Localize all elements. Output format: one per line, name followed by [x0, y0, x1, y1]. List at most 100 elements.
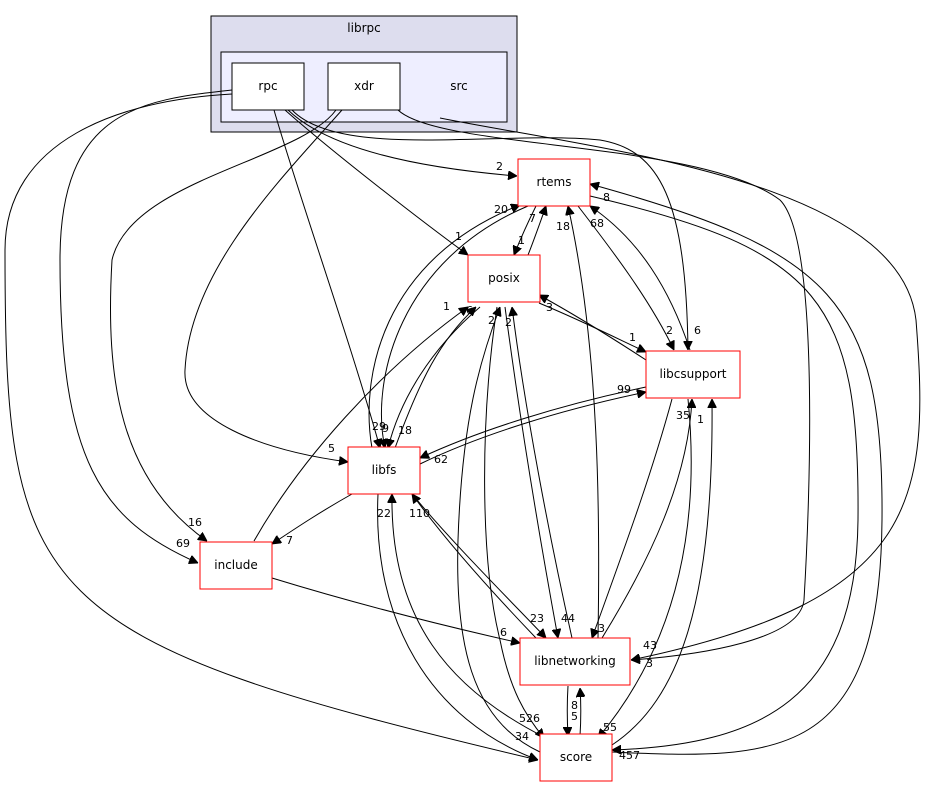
- edge-posix-rtems: [527, 206, 546, 256]
- node-libnetworking-label[interactable]: libnetworking: [534, 654, 616, 668]
- node-libfs[interactable]: libfs: [347, 446, 421, 495]
- edge-label[interactable]: 29: [372, 420, 386, 433]
- node-rtems[interactable]: rtems: [517, 158, 591, 207]
- edge-label[interactable]: 1: [629, 331, 636, 344]
- node-score-box[interactable]: [539, 733, 613, 782]
- edge-label[interactable]: 2: [666, 324, 673, 337]
- edge-rpc-score: [4, 93, 538, 760]
- edge-libfs-rtems: [368, 205, 520, 449]
- node-libcsupport-label[interactable]: libcsupport: [660, 367, 727, 381]
- edge-label[interactable]: 526: [519, 712, 540, 725]
- edge-label[interactable]: 34: [515, 730, 529, 743]
- edge-src-libnetworking: [439, 117, 921, 660]
- node-rpc-label[interactable]: rpc: [258, 79, 277, 93]
- edge-label[interactable]: 8: [603, 191, 610, 204]
- edge-label[interactable]: 5: [328, 442, 335, 455]
- edge-label[interactable]: 23: [530, 612, 544, 625]
- node-libcsupport[interactable]: libcsupport: [645, 350, 741, 399]
- edge-label[interactable]: 457: [619, 749, 640, 762]
- edge-libfs-libcsupport: [419, 392, 646, 465]
- edge-label[interactable]: 3: [598, 622, 605, 635]
- edge-label[interactable]: 62: [434, 453, 448, 466]
- cluster-src-label[interactable]: src: [450, 79, 468, 93]
- edge-libnetworking-libcsupport: [601, 399, 692, 639]
- edge-label[interactable]: 44: [561, 612, 575, 625]
- edge-rtems-libfs: [381, 205, 529, 448]
- edge-libfs-posix: [394, 307, 476, 449]
- edge-label[interactable]: 68: [590, 217, 604, 230]
- node-xdr-label[interactable]: xdr: [354, 79, 374, 93]
- node-rpc[interactable]: rpc: [231, 62, 305, 111]
- edge-label[interactable]: 2: [488, 314, 495, 327]
- node-libnetworking[interactable]: libnetworking: [519, 637, 631, 686]
- node-libnetworking-box[interactable]: [519, 637, 631, 686]
- edge-label[interactable]: 1: [443, 300, 450, 313]
- edge-rtems-libcsupport: [577, 205, 674, 350]
- edge-label[interactable]: 18: [556, 220, 570, 233]
- edge-rpc-libfs: [273, 109, 380, 448]
- edge-label[interactable]: 6: [466, 304, 473, 317]
- edge-rtems-score: [589, 195, 859, 750]
- edge-include-posix: [253, 307, 468, 542]
- node-posix[interactable]: posix: [467, 254, 541, 303]
- edge-label[interactable]: 1: [697, 413, 704, 426]
- node-rtems-box[interactable]: [517, 158, 591, 207]
- edge-posix-score: [484, 306, 544, 738]
- edge-score-libfs: [392, 494, 547, 739]
- edge-label[interactable]: 7: [529, 212, 536, 225]
- node-include-box[interactable]: [199, 541, 273, 590]
- node-posix-box[interactable]: [467, 254, 541, 303]
- edge-label[interactable]: 20: [494, 203, 508, 216]
- edge-label[interactable]: 99: [617, 383, 631, 396]
- edge-label[interactable]: 1: [455, 230, 462, 243]
- edge-score-rtems: [590, 184, 883, 755]
- node-libfs-label[interactable]: libfs: [372, 463, 397, 477]
- edge-label[interactable]: 110: [409, 507, 430, 520]
- edge-rpc-posix: [284, 109, 468, 255]
- edge-xdr-libfs: [184, 109, 348, 462]
- edge-libcsupport-posix: [539, 295, 647, 361]
- node-include[interactable]: include: [199, 541, 273, 590]
- edge-label[interactable]: 6: [500, 626, 507, 639]
- edge-libnetworking-score: [567, 685, 568, 736]
- edge-label[interactable]: 9: [382, 422, 389, 435]
- node-libfs-box[interactable]: [347, 446, 421, 495]
- edge-label[interactable]: 3: [646, 657, 653, 670]
- edge-label[interactable]: 69: [176, 537, 190, 550]
- edge-label[interactable]: 2: [496, 160, 503, 173]
- node-rtems-label[interactable]: rtems: [537, 175, 572, 189]
- node-xdr[interactable]: xdr: [327, 62, 401, 111]
- edge-posix-libcsupport: [538, 302, 646, 352]
- edge-posix-libfs: [388, 306, 481, 448]
- node-libcsupport-box[interactable]: [645, 350, 741, 399]
- node-rpc-box[interactable]: [231, 62, 305, 111]
- edge-libnetworking-libfs: [412, 494, 537, 639]
- edge-label[interactable]: 43: [643, 639, 657, 652]
- edge-label[interactable]: 6: [694, 324, 701, 337]
- edge-libfs-score: [377, 493, 538, 760]
- edge-libnetworking-posix: [512, 307, 573, 639]
- edge-label[interactable]: 1: [518, 234, 525, 247]
- edge-label[interactable]: 55: [603, 721, 617, 734]
- node-score[interactable]: score: [539, 733, 613, 782]
- edge-label[interactable]: 8: [571, 699, 578, 712]
- edge-include-libnetworking: [271, 577, 520, 643]
- node-include-label[interactable]: include: [214, 558, 257, 572]
- node-xdr-box[interactable]: [327, 62, 401, 111]
- edge-label[interactable]: 22: [377, 507, 391, 520]
- edge-label[interactable]: 16: [188, 516, 202, 529]
- edge-label[interactable]: 5: [571, 710, 578, 723]
- edge-label[interactable]: 7: [286, 534, 293, 547]
- node-posix-label[interactable]: posix: [488, 271, 520, 285]
- edge-xdr-include: [110, 109, 337, 541]
- edge-rpc-libcsupport: [291, 109, 688, 350]
- edge-label[interactable]: 35: [676, 409, 690, 422]
- edge-score-posix: [457, 307, 541, 753]
- edge-label[interactable]: 2: [505, 316, 512, 329]
- edge-libfs-libnetworking: [411, 493, 546, 638]
- edge-label[interactable]: 3: [546, 301, 553, 314]
- edge-label[interactable]: 18: [398, 424, 412, 437]
- edge-libcsupport-score: [598, 398, 692, 738]
- node-score-label[interactable]: score: [560, 750, 592, 764]
